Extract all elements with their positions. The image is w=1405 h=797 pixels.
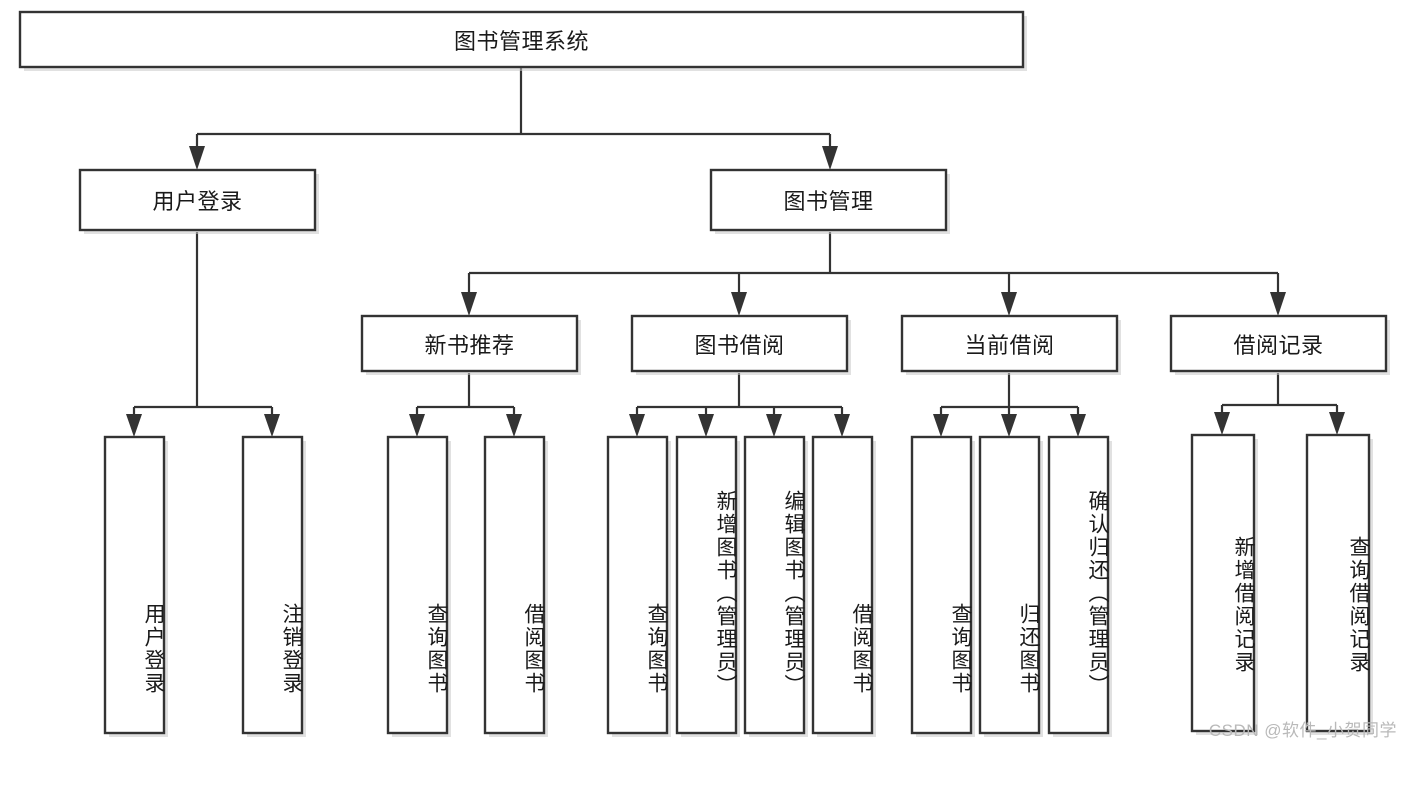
arrow-nbr-l1 (409, 414, 425, 437)
arrow-cb-l3 (1070, 414, 1086, 437)
node-leaf-edit-book[interactable] (743, 435, 806, 735)
arrow-user-login-l1 (126, 414, 142, 437)
arrow-root-to-book-manage (822, 146, 838, 170)
node-borrow-record[interactable] (1169, 314, 1388, 373)
node-leaf-user-login[interactable] (103, 435, 166, 735)
arrow-bm-to-book-borrow (731, 292, 747, 316)
node-new-book-rec[interactable] (360, 314, 579, 373)
node-leaf-confirm-return[interactable] (1047, 435, 1110, 735)
node-leaf-add-book[interactable] (675, 435, 738, 735)
arrow-cb-l2 (1001, 414, 1017, 437)
arrow-nbr-l2 (506, 414, 522, 437)
node-current-borrow[interactable] (900, 314, 1119, 373)
arrow-bb-l1 (629, 414, 645, 437)
connector-layer (126, 67, 1345, 437)
csdn-watermark: CSDN @软件_小贺同学 (1208, 721, 1397, 740)
node-leaf-logout[interactable] (241, 435, 304, 735)
node-leaf-query-book-2[interactable] (606, 435, 669, 735)
node-leaf-query-record[interactable] (1305, 433, 1371, 733)
arrow-cb-l1 (933, 414, 949, 437)
node-book-borrow[interactable] (630, 314, 849, 373)
node-root[interactable] (18, 10, 1025, 69)
arrow-user-login-l2 (264, 414, 280, 437)
arrow-bb-l3 (766, 414, 782, 437)
node-user-login[interactable] (78, 168, 317, 232)
node-leaf-return-book[interactable] (978, 435, 1041, 735)
arrow-bm-to-new-book-rec (461, 292, 477, 316)
node-layer (18, 10, 1390, 737)
flowchart-diagram: 图书管理系统 用户登录 图书管理 新书推荐 图书借阅 当前借阅 借阅记录 用户登… (18, 10, 1397, 740)
arrow-bb-l2 (698, 414, 714, 437)
node-book-manage[interactable] (709, 168, 948, 232)
arrow-br-l1 (1214, 412, 1230, 435)
node-leaf-query-book-1[interactable] (386, 435, 449, 735)
arrow-root-to-user-login (189, 146, 205, 170)
arrow-bm-to-current-borrow (1001, 292, 1017, 316)
arrow-br-l2 (1329, 412, 1345, 435)
arrow-bm-to-borrow-record (1270, 292, 1286, 316)
node-leaf-borrow-book-1[interactable] (483, 435, 546, 735)
node-leaf-query-book-3[interactable] (910, 435, 973, 735)
arrow-bb-l4 (834, 414, 850, 437)
node-leaf-add-record[interactable] (1190, 433, 1256, 733)
node-leaf-borrow-book-2[interactable] (811, 435, 874, 735)
diagram-canvas (18, 10, 1390, 737)
